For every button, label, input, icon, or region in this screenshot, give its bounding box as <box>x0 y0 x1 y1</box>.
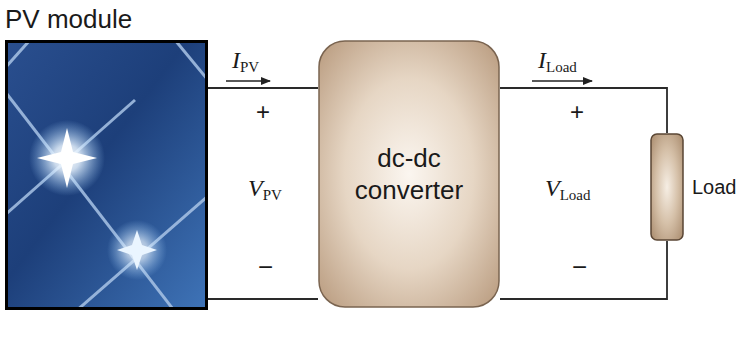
polarity-minus: − <box>258 254 273 280</box>
block-label: dc-dc converter <box>339 142 479 207</box>
load-label: Load <box>692 176 737 199</box>
wire <box>208 87 318 89</box>
pv-cell-image <box>5 40 208 310</box>
polarity-plus: + <box>570 100 584 124</box>
load-box <box>650 133 684 241</box>
wire <box>500 241 667 299</box>
voltage-label: VLoad <box>545 176 591 203</box>
current-label: IPV <box>232 48 259 75</box>
module-heading: PV module <box>5 4 132 35</box>
converter-block: dc-dc converter <box>318 40 500 308</box>
polarity-plus: + <box>256 100 270 124</box>
converter-box <box>318 40 500 308</box>
current-arrow <box>226 80 270 82</box>
polarity-minus: − <box>572 254 587 280</box>
wire <box>208 298 318 300</box>
current-label: ILoad <box>538 48 577 75</box>
load-block: Load <box>650 133 684 241</box>
wire <box>500 88 667 133</box>
current-arrow <box>532 80 592 82</box>
pv-module: PV module <box>5 40 208 310</box>
voltage-label: VPV <box>248 176 282 203</box>
